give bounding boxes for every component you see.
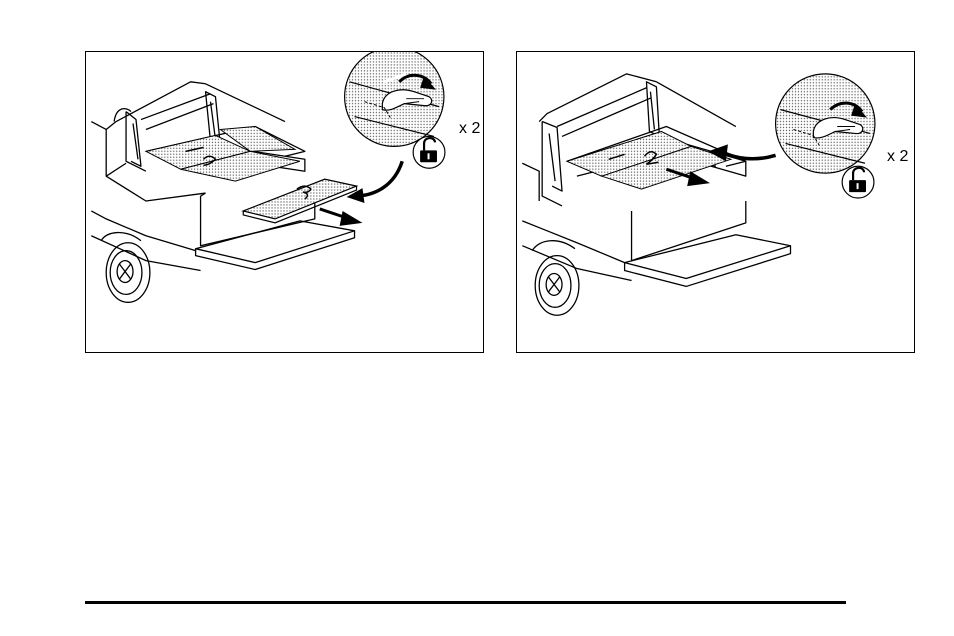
latch-callout [776,74,875,173]
page-footer-rule [85,601,846,604]
cargo-bed-figure-remove-panel-3: x 2 [85,51,484,353]
unlock-icon [842,166,874,198]
unlock-icon [413,136,445,168]
latch-callout [345,52,444,146]
repeat-count-label: x 2 [459,121,480,137]
curved-arrow-icon [347,161,403,203]
cargo-bed-figure-remove-panel-2: x 2 [516,51,915,353]
repeat-count-label: x 2 [887,149,908,165]
truck-bed-illustration [517,52,914,352]
truck-bed-illustration [86,52,483,352]
floor-panels [567,131,731,189]
pull-arrow-icon [320,209,363,226]
floor-panels [146,127,300,182]
